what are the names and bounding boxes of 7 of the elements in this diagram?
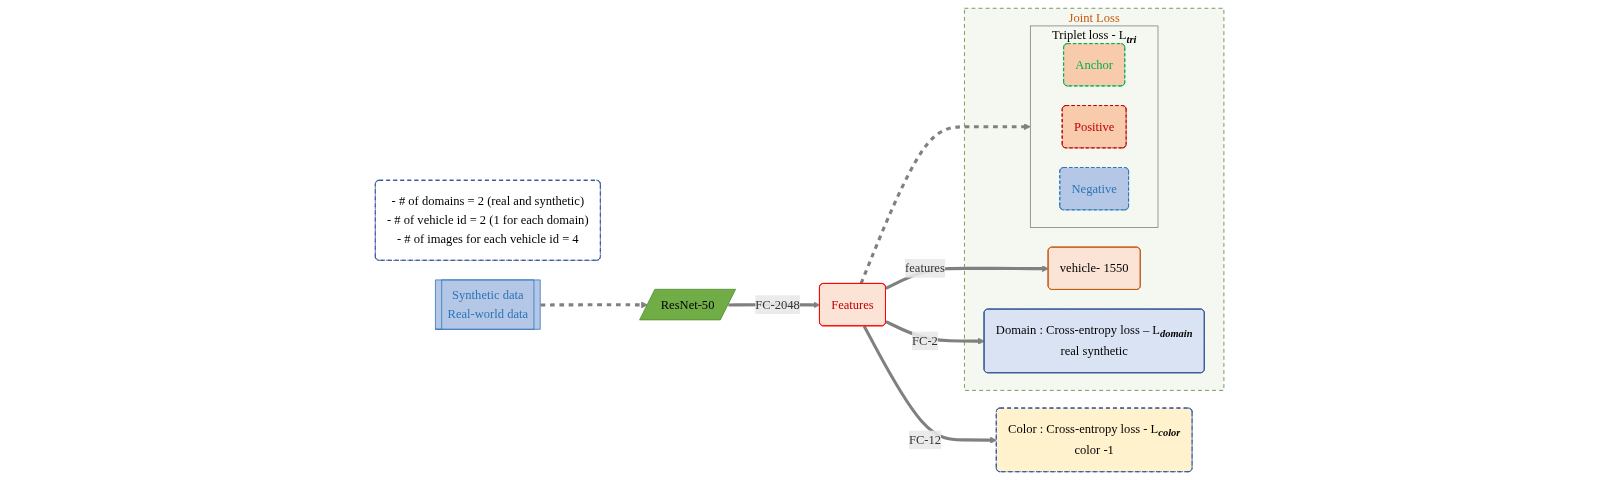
edge-label: FC-12	[909, 432, 942, 447]
arrow	[541, 301, 649, 309]
edge-label: FC-2048	[755, 297, 801, 311]
arrow	[860, 123, 1032, 284]
arrow	[863, 325, 998, 444]
edge-label: FC-2	[912, 333, 939, 348]
edge-label: features	[905, 261, 946, 275]
